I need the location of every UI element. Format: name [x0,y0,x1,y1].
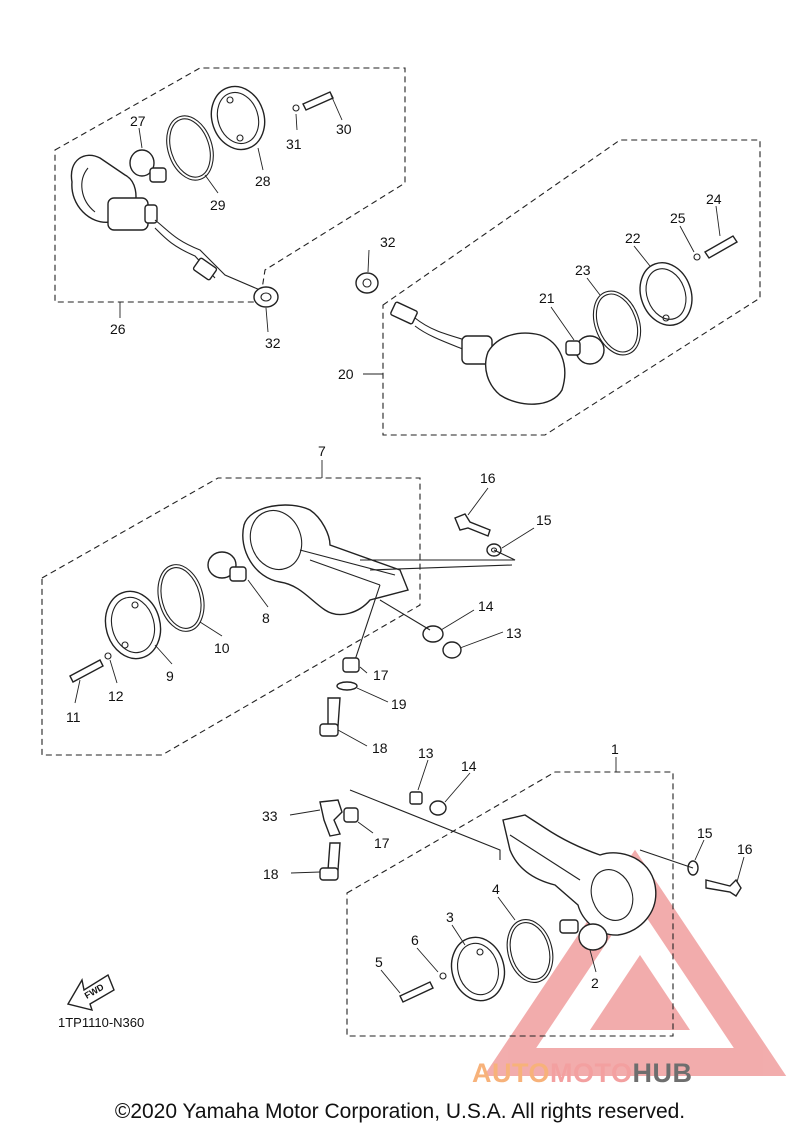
callout-30: 30 [336,121,352,137]
assembly-20-group [355,139,761,436]
watermark-part-1: AUTO [472,1058,551,1088]
callout-12: 12 [108,688,124,704]
callout-14-top: 14 [478,598,494,614]
callout-7: 7 [318,443,326,459]
assembly-26-group [54,67,406,333]
callout-8: 8 [262,610,270,626]
callout-16-top: 16 [480,470,496,486]
callout-17-top: 17 [373,667,389,683]
callout-29: 29 [210,197,226,213]
callout-15-bottom: 15 [697,825,713,841]
callout-21: 21 [539,290,555,306]
callout-27: 27 [130,113,146,129]
callout-13-bottom: 13 [418,745,434,761]
callout-18-top: 18 [372,740,388,756]
callout-18-bottom: 18 [263,866,279,882]
callout-22: 22 [625,230,641,246]
callout-9: 9 [166,668,174,684]
callout-24: 24 [706,191,722,207]
callout-25: 25 [670,210,686,226]
callout-28: 28 [255,173,271,189]
callout-2: 2 [591,975,599,991]
watermark-part-2: MOTO [550,1058,633,1088]
callout-13-top: 13 [506,625,522,641]
callout-5: 5 [375,954,383,970]
callout-26: 26 [110,321,126,337]
callout-31: 31 [286,136,302,152]
callout-14-bottom: 14 [461,758,477,774]
assembly-7-group [41,460,535,756]
callout-3: 3 [446,909,454,925]
copyright-notice: ©2020 Yamaha Motor Corporation, U.S.A. A… [114,1100,686,1123]
callout-labels: 27 31 30 28 29 26 32 32 24 25 22 23 21 2… [66,113,753,991]
callout-20: 20 [338,366,354,382]
callout-4: 4 [492,881,500,897]
callout-32-left: 32 [265,335,281,351]
assembly-1-group [289,757,745,1037]
callout-33: 33 [262,808,278,824]
diagram-code: 1TP1110-N360 [58,1015,145,1030]
callout-1: 1 [611,741,619,757]
watermark-part-3: HUB [632,1058,693,1088]
callout-16-bottom: 16 [737,841,753,857]
callout-15-top: 15 [536,512,552,528]
callout-19: 19 [391,696,407,712]
watermark-logo-icon [483,849,787,1076]
callout-17-bottom: 17 [374,835,390,851]
callout-6: 6 [411,932,419,948]
callout-32-right: 32 [380,234,396,250]
watermark-text: AUTOMOTOHUB [472,1058,693,1089]
callout-10: 10 [214,640,230,656]
fwd-arrow-icon: FWD [66,973,115,1011]
callout-23: 23 [575,262,591,278]
callout-11: 11 [66,709,81,725]
